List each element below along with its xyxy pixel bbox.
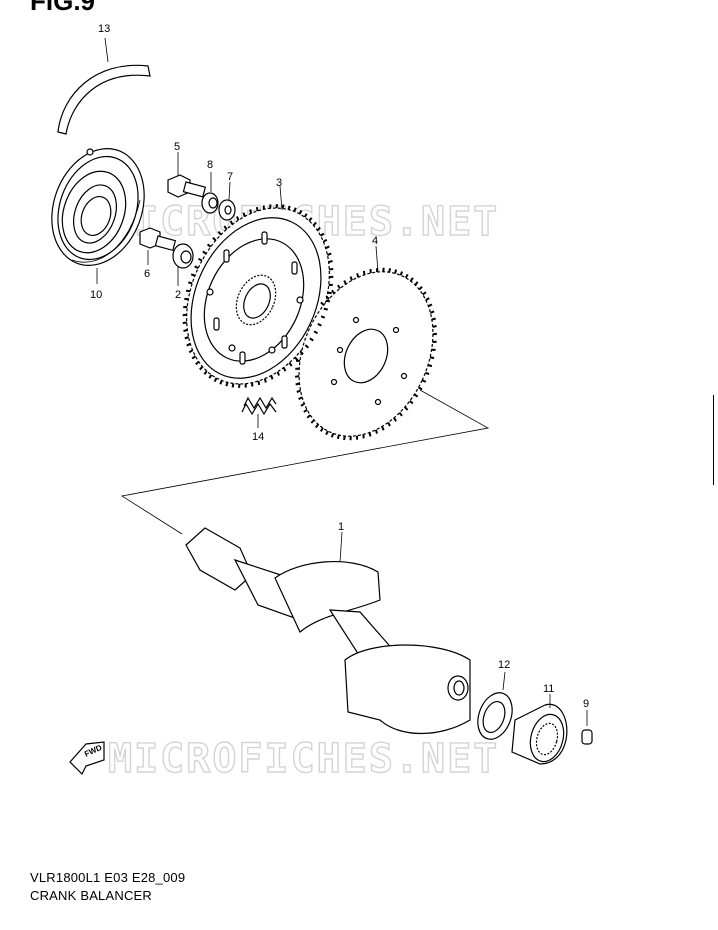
callout-3: 3 (276, 177, 282, 189)
callout-11: 11 (543, 683, 554, 695)
part-7-washer (218, 181, 236, 221)
callout-5: 5 (174, 141, 180, 153)
part-1-crankshaft (185, 527, 471, 734)
assembly-guide-line (120, 389, 490, 535)
fwd-arrow-icon: FWD (69, 741, 105, 776)
callout-2: 2 (175, 289, 181, 301)
part-9-pin (581, 710, 593, 745)
drawing-name: CRANK BALANCER (30, 888, 152, 903)
callout-6: 6 (144, 268, 150, 280)
part-2-bushing (172, 243, 194, 286)
callout-10: 10 (90, 289, 102, 301)
part-5-bolt (167, 152, 207, 198)
part-12-seal (477, 671, 513, 740)
callout-12: 12 (498, 659, 510, 671)
figure-title: FIG.9 (30, 0, 96, 16)
callout-labels: 13 5 8 7 3 4 10 6 2 14 1 12 11 9 (90, 23, 589, 710)
part-3-drive-gear (186, 185, 330, 385)
part-10-bearing (51, 148, 145, 284)
part-6-bolt (139, 227, 177, 265)
callout-13: 13 (98, 23, 110, 35)
callout-14: 14 (252, 431, 264, 443)
part-13-snap-ring (57, 37, 151, 135)
callout-8: 8 (207, 159, 213, 171)
watermark-bottom: MICROFICHES.NET (108, 736, 499, 782)
part-8-bushing (201, 172, 219, 214)
callout-7: 7 (227, 171, 233, 183)
gear-3-teeth (182, 203, 334, 389)
gear-4-teeth (294, 267, 438, 441)
part-4-driven-gear (298, 245, 434, 437)
page-edge-mark (713, 395, 718, 485)
callout-4: 4 (372, 235, 378, 247)
callout-9: 9 (583, 698, 589, 710)
part-14-spring (241, 396, 277, 428)
part-11-needle-bearing (511, 694, 568, 765)
callout-1: 1 (338, 521, 344, 533)
drawing-code: VLR1800L1 E03 E28_009 (30, 870, 186, 885)
